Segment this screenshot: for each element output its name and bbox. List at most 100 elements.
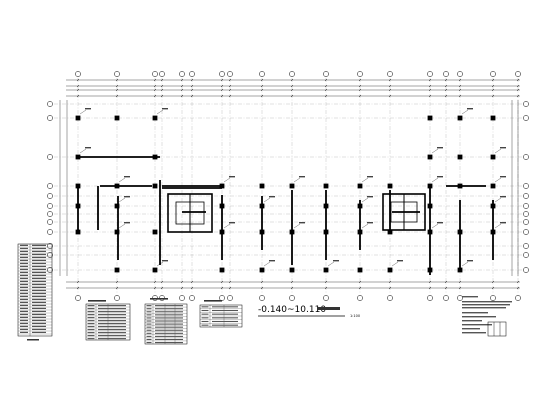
column [152,115,158,121]
table-cell-text [20,271,28,273]
note-line [462,324,492,326]
note-line [462,307,506,309]
table-cell-text [87,308,95,310]
table-cell-text [155,338,183,341]
axis-bubble-bottom [179,295,185,301]
leader-line [431,177,439,183]
table-caption [88,300,106,302]
table-cell-text [32,268,46,270]
table-cell-text [32,259,46,261]
dimension-tick [260,280,264,284]
title-chinese-text [318,307,340,310]
axis-bubble-top [159,71,165,77]
leader-line [156,261,164,267]
dimension-tick [388,84,392,88]
column [219,229,225,235]
column [357,203,363,209]
table-cell-text [98,335,126,337]
dimension-tick [220,280,224,284]
table-cell-text [155,314,183,316]
dimension-tick [290,84,294,88]
dimension-tick [428,78,432,82]
table-cell-text [155,329,183,331]
table-cell-text [146,329,152,331]
leader-label [124,222,130,224]
dimension-tick [444,84,448,88]
table-cell-text [212,306,238,308]
column [114,183,120,189]
column [323,203,329,209]
table-cell-text [87,332,95,334]
note-line [462,316,496,318]
leader-label [299,176,305,178]
table-cell-text [32,310,46,312]
leader-label [367,176,373,178]
column [427,115,433,121]
dimension-tick [491,286,495,290]
dimension-tick [260,94,264,98]
leader-label [162,108,168,110]
column [289,267,295,273]
dimension-tick [190,78,194,82]
dimension-tick [260,78,264,82]
dimension-tick [428,286,432,290]
leader-label [437,222,443,224]
leader-line [361,223,369,229]
column [75,229,81,235]
dimension-lines [59,78,520,290]
table-cell-text [20,295,28,297]
axis-bubble-left [47,267,53,273]
axis-bubble-left [47,211,53,217]
shear-walls [77,156,494,275]
table-cell-text [32,265,46,267]
dimension-tick [290,88,294,92]
axis-bubble-bottom [227,295,233,301]
dimension-tick [491,84,495,88]
drawing-title: -0.140~10.110 [258,305,326,315]
dimension-tick [228,286,232,290]
dimension-tick [428,84,432,88]
table-cell-text [32,262,46,264]
axis-bubble-bottom [357,295,363,301]
table-cell-text [32,298,46,300]
axis-bubble-right [523,183,529,189]
dimension-tick [180,84,184,88]
table-cell-text [20,331,28,333]
axis-bubble-left [47,193,53,199]
table-cell-text [32,316,46,318]
axis-bubble-top [289,71,295,77]
leader-line [79,109,87,115]
dimension-tick [388,94,392,98]
column [152,154,158,160]
dimension-tick [153,94,157,98]
table-cell-text [98,305,126,307]
leader-line [118,177,126,183]
table-cell-text [20,256,28,258]
axis-bubble-right [523,243,529,249]
column [457,267,463,273]
dimension-tick [358,78,362,82]
dimension-tick [228,88,232,92]
stair-cores [167,193,426,233]
table-cell-text [155,305,183,307]
column [152,183,158,189]
table-cell-text [146,317,152,319]
dimension-tick [190,286,194,290]
table-cell-text [146,314,152,316]
column [490,183,496,189]
table-cell-text [87,323,95,325]
table-cell-text [212,317,238,319]
table-cell-text [155,326,183,328]
dimension-tick [190,88,194,92]
axis-bubble-top [387,71,393,77]
dimension-tick [388,78,392,82]
leader-label [299,222,305,224]
table-cell-text [146,332,152,334]
axis-bubble-right [523,101,529,107]
column [490,154,496,160]
dimension-tick [220,94,224,98]
dimension-tick [516,84,520,88]
dimension-tick [290,286,294,290]
table-cell-text [98,314,126,316]
leader-line [391,261,399,267]
